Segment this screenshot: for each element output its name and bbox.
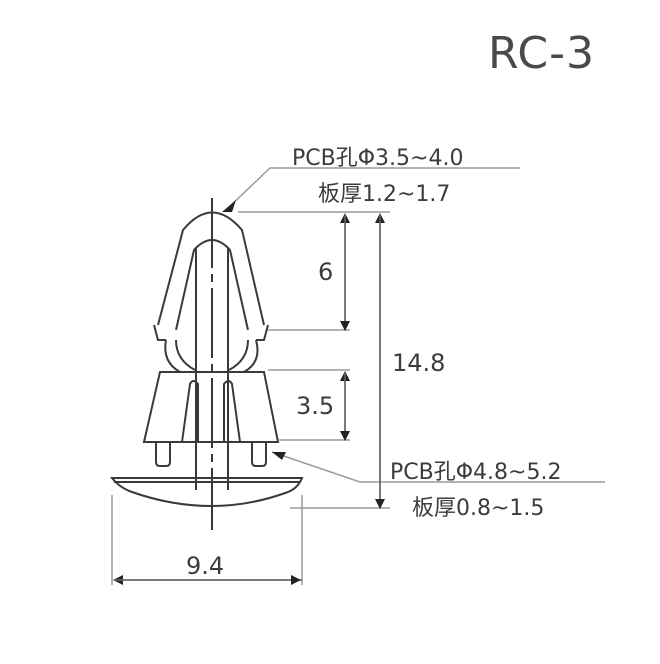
dimension-arrows (113, 213, 385, 585)
bottom-thickness-spec: 板厚0.8~1.5 (412, 496, 545, 521)
skirt-icon (142, 371, 280, 443)
head-height-dimension: 6 (318, 258, 334, 286)
clip-outline (109, 211, 304, 507)
total-height-dimension: 14.8 (392, 349, 446, 377)
base-width-dimension: 9.4 (186, 552, 225, 580)
leader-arrowheads (222, 200, 286, 460)
leg-right-icon (251, 442, 267, 467)
part-number-title: RC-3 (488, 28, 595, 79)
bottom-hole-spec: PCB孔Φ4.8~5.2 (390, 460, 562, 485)
top-hole-spec: PCB孔Φ3.5~4.0 (292, 146, 464, 171)
skirt-height-dimension: 3.5 (296, 392, 335, 420)
leg-left-icon (155, 442, 171, 467)
top-thickness-spec: 板厚1.2~1.7 (318, 182, 451, 207)
base-disc-icon (109, 477, 304, 507)
dimension-lines (111, 167, 605, 585)
